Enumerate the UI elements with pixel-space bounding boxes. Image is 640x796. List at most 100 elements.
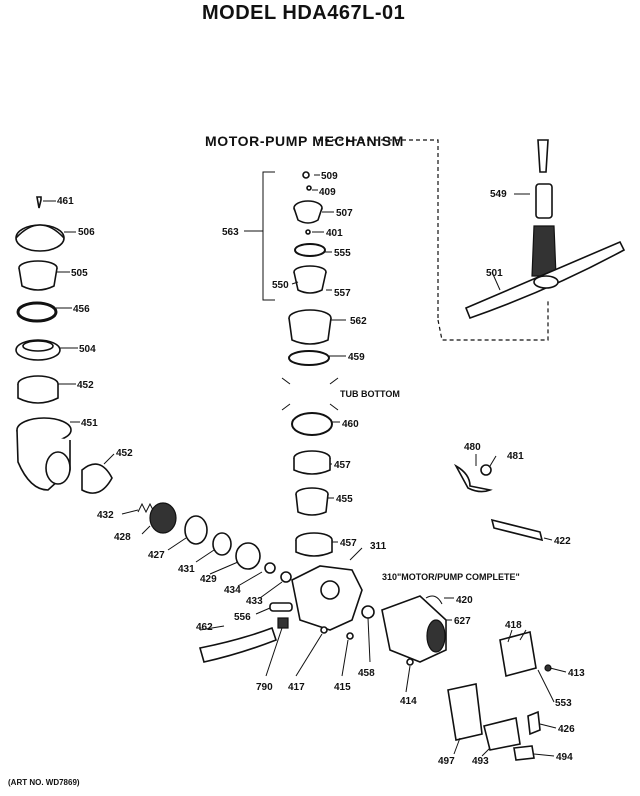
washer-409 — [306, 185, 312, 191]
part-label-420: 420 — [456, 595, 473, 606]
part-label-460: 460 — [342, 419, 359, 430]
bracket-563 — [262, 171, 275, 301]
part-label-506: 506 — [78, 227, 95, 238]
part-label-505: 505 — [71, 268, 88, 279]
cover-506-dome — [15, 224, 65, 239]
bracket-497 — [447, 683, 483, 741]
screw-461 — [36, 196, 42, 209]
tub-bottom-label: TUB BOTTOM — [340, 389, 400, 399]
part-label-429: 429 — [200, 574, 217, 585]
part-label-550: 550 — [272, 280, 289, 291]
part-label-432: 432 — [97, 510, 114, 521]
part-label-507: 507 — [336, 208, 353, 219]
model-title: MODEL HDA467L-01 — [202, 2, 406, 24]
part-label-434: 434 — [224, 585, 241, 596]
part-label-426: 426 — [558, 724, 575, 735]
ring-431 — [212, 532, 232, 556]
impeller-429 — [235, 542, 261, 570]
leader-lines — [43, 174, 567, 757]
part-label-497: 497 — [438, 756, 455, 767]
part-label-433: 433 — [246, 596, 263, 607]
clamp-457b — [295, 540, 333, 557]
section-title: MOTOR-PUMP MECHANISM — [205, 133, 404, 149]
bolt-458 — [361, 605, 375, 619]
part-label-556: 556 — [234, 612, 251, 623]
part-481 — [480, 464, 492, 476]
part-label-427: 427 — [148, 550, 165, 561]
part-label-461: 461 — [57, 196, 74, 207]
part-label-414: 414 — [400, 696, 417, 707]
tube-556 — [269, 602, 293, 612]
tube-455 — [295, 493, 329, 516]
clip-494 — [513, 745, 535, 761]
part-label-401: 401 — [326, 228, 343, 239]
part-label-418: 418 — [505, 620, 522, 631]
screw-509 — [302, 171, 310, 179]
motor-pump-complete-label: 310"MOTOR/PUMP COMPLETE" — [382, 572, 520, 582]
part-label-549: 549 — [490, 189, 507, 200]
part-label-627: 627 — [454, 616, 471, 627]
washer-401 — [305, 229, 311, 235]
part-label-409: 409 — [319, 187, 336, 198]
screw-417 — [320, 626, 328, 634]
part-label-504: 504 — [79, 344, 96, 355]
part-label-415: 415 — [334, 682, 351, 693]
clip-426 — [527, 710, 541, 736]
part-label-417: 417 — [288, 682, 305, 693]
hub-557 — [293, 271, 327, 294]
filter-505 — [18, 267, 58, 291]
hub-562 — [288, 317, 332, 345]
assembly-boundary — [318, 139, 549, 341]
part-label-480: 480 — [464, 442, 481, 453]
gasket-460 — [291, 412, 333, 436]
clamp-452 — [17, 384, 59, 404]
part-label-790: 790 — [256, 682, 273, 693]
bracket-418 — [499, 631, 537, 677]
tower-549-mid — [535, 183, 553, 219]
gasket-459 — [288, 350, 330, 366]
part-label-457: 457 — [334, 460, 351, 471]
art-number: (ART NO. WD7869) — [8, 778, 80, 787]
part-label-462: 462 — [196, 622, 213, 633]
screw-414 — [406, 658, 414, 666]
part-label-557: 557 — [334, 288, 351, 299]
part-label-452: 452 — [116, 448, 133, 459]
ring-555 — [294, 243, 326, 257]
screw-415 — [346, 632, 354, 640]
part-label-563: 563 — [222, 227, 239, 238]
clamp-457 — [293, 458, 331, 475]
part-label-553: 553 — [555, 698, 572, 709]
part-label-481: 481 — [507, 451, 524, 462]
part-label-456: 456 — [73, 304, 90, 315]
part-label-431: 431 — [178, 564, 195, 575]
part-label-428: 428 — [114, 532, 131, 543]
part-label-493: 493 — [472, 756, 489, 767]
hose-462 — [198, 626, 277, 663]
part-label-562: 562 — [350, 316, 367, 327]
part-label-459: 459 — [348, 352, 365, 363]
strip-422 — [490, 518, 544, 542]
tower-549-top — [537, 139, 549, 173]
part-label-457: 457 — [340, 538, 357, 549]
grommet-790 — [277, 617, 289, 629]
bracket-493 — [483, 717, 521, 751]
part-label-311: 311 — [370, 541, 387, 552]
part-label-422: 422 — [554, 536, 571, 547]
part-label-501: 501 — [486, 268, 503, 279]
part-label-555: 555 — [334, 248, 351, 259]
clamp-452b — [81, 463, 113, 494]
part-label-451: 451 — [81, 418, 98, 429]
part-label-455: 455 — [336, 494, 353, 505]
nut-434 — [264, 562, 276, 574]
part-label-452: 452 — [77, 380, 94, 391]
tub-bottom-marks — [281, 377, 339, 411]
deflector-480 — [453, 463, 493, 493]
washer-433 — [280, 571, 292, 583]
seal-427 — [184, 515, 208, 545]
part-label-458: 458 — [358, 668, 375, 679]
part-label-413: 413 — [568, 668, 585, 679]
tower-549-bottom — [531, 225, 557, 277]
